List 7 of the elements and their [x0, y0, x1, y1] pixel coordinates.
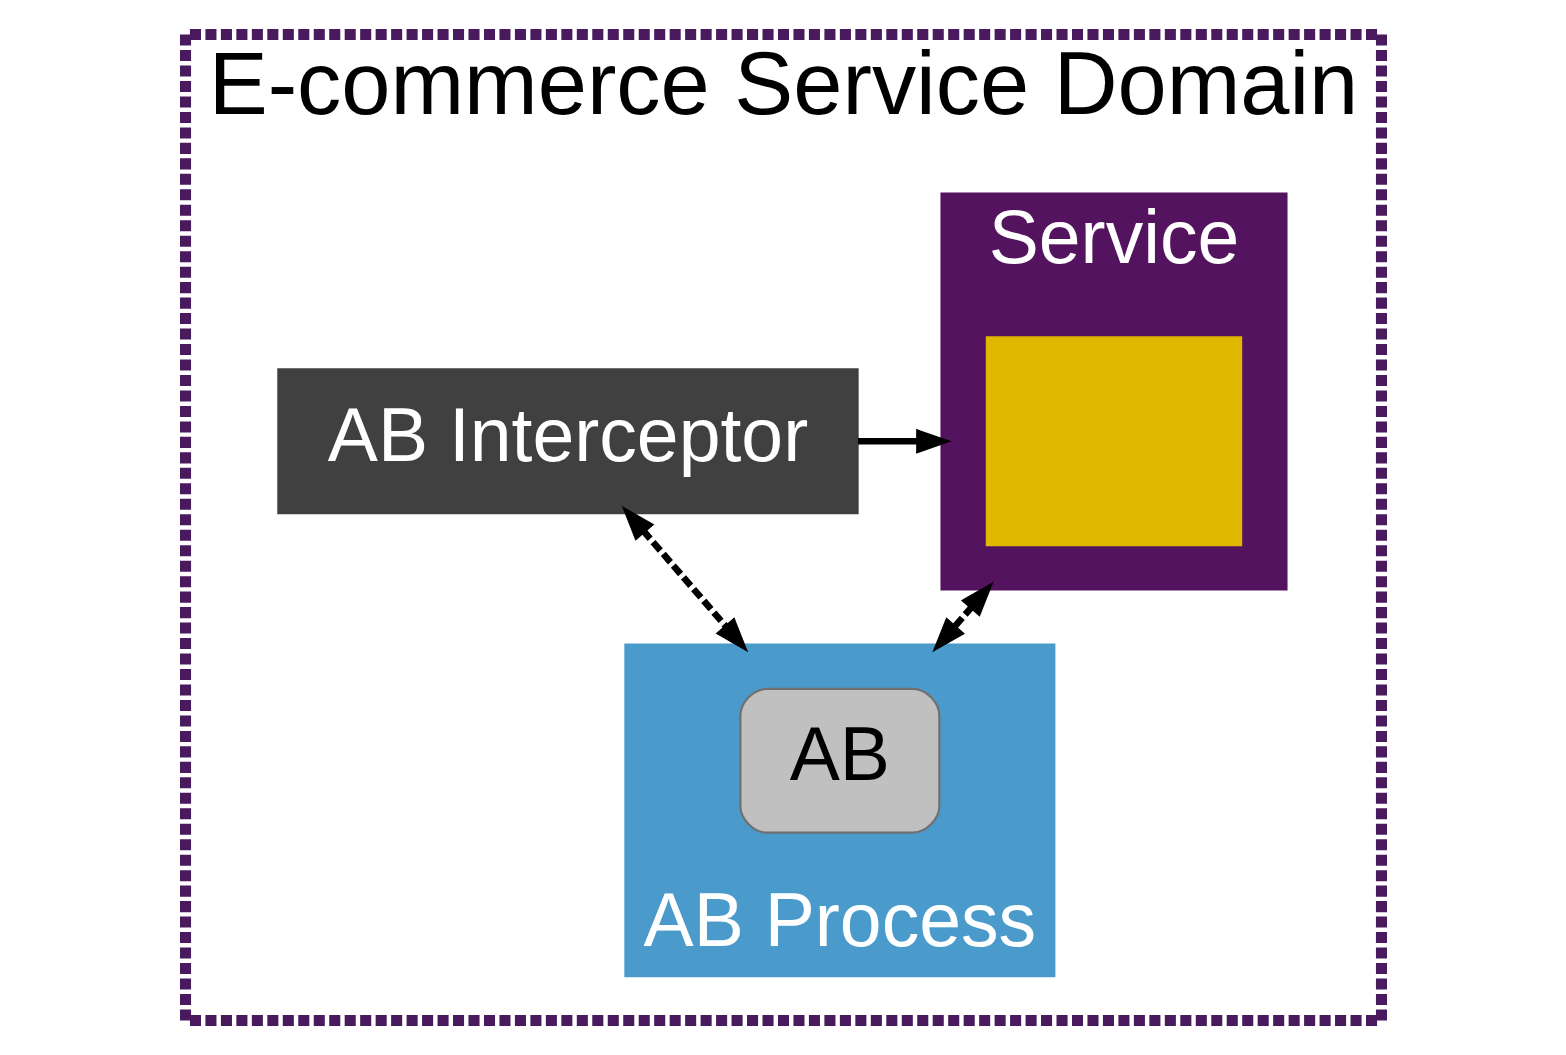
cluster: Service: [939, 192, 1288, 591]
node-box: [985, 336, 1242, 547]
node-box: AB Interceptor: [276, 368, 859, 515]
arrow: [857, 428, 952, 454]
arrow: [931, 581, 994, 653]
arrow: [621, 505, 748, 653]
node-box: AB: [738, 687, 940, 834]
